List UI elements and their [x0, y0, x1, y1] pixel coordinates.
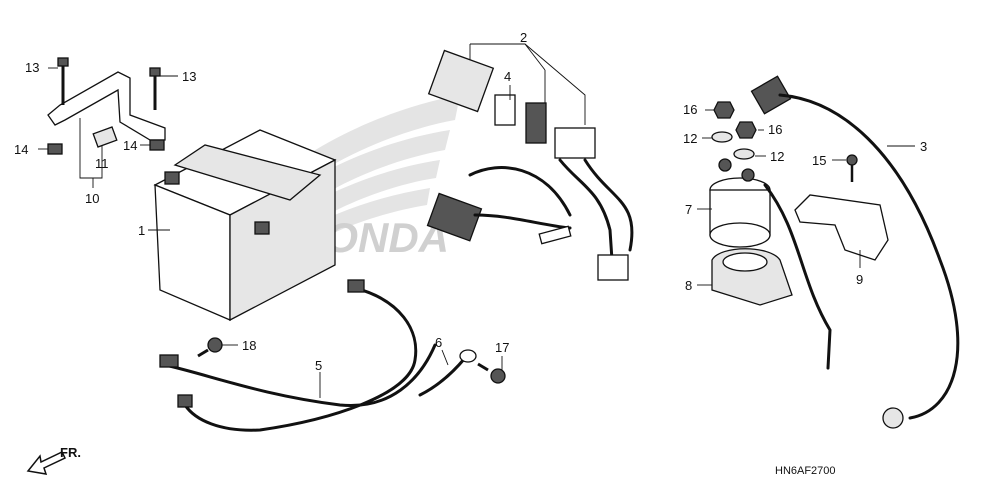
- callout-2: 2: [520, 30, 527, 45]
- battery-cable-3: [750, 75, 960, 429]
- positive-cable-6: [177, 279, 477, 432]
- callout-4: 4: [504, 69, 511, 84]
- nut-14-right: [149, 139, 165, 151]
- diagram-code: HN6AF2700: [775, 465, 836, 477]
- callout-12-b: 12: [770, 149, 784, 164]
- washer-12-b: [733, 148, 755, 160]
- front-direction-label: FR.: [60, 445, 81, 460]
- callout-8: 8: [685, 278, 692, 293]
- leader-lines: [38, 43, 915, 398]
- callout-14-right: 14: [123, 138, 137, 153]
- wire-harness: [426, 49, 634, 281]
- callout-13-right: 13: [182, 69, 196, 84]
- bolt-17: [477, 362, 506, 384]
- washer-12-a: [711, 131, 733, 143]
- callout-3: 3: [920, 139, 927, 154]
- bolt-13-left: [57, 57, 69, 105]
- relay-rubber: [711, 248, 793, 306]
- negative-cable-5: [159, 343, 437, 408]
- callout-7: 7: [685, 202, 692, 217]
- callout-16-b: 16: [768, 122, 782, 137]
- callout-15: 15: [812, 153, 826, 168]
- screw-15: [846, 154, 858, 182]
- callout-1: 1: [138, 223, 145, 238]
- callout-5: 5: [315, 358, 322, 373]
- nut-16-b: [735, 121, 757, 139]
- callout-18: 18: [242, 338, 256, 353]
- callout-16-a: 16: [683, 102, 697, 117]
- battery: [153, 129, 337, 322]
- bolt-13-right: [149, 67, 161, 110]
- front-direction-arrow: FR.: [26, 445, 81, 475]
- callout-12-a: 12: [683, 131, 697, 146]
- callout-10: 10: [85, 191, 99, 206]
- callout-17: 17: [495, 340, 509, 355]
- bolt-18: [197, 337, 223, 358]
- callout-11: 11: [95, 156, 109, 171]
- starter-relay: [709, 158, 832, 370]
- nut-14-left: [47, 143, 63, 155]
- callout-14-left: 14: [14, 142, 28, 157]
- callout-9: 9: [856, 272, 863, 287]
- callout-13-left: 13: [25, 60, 39, 75]
- relay-bracket: [794, 194, 889, 261]
- callout-6: 6: [435, 335, 442, 350]
- battery-bracket: [47, 71, 166, 148]
- nut-16-a: [713, 101, 735, 119]
